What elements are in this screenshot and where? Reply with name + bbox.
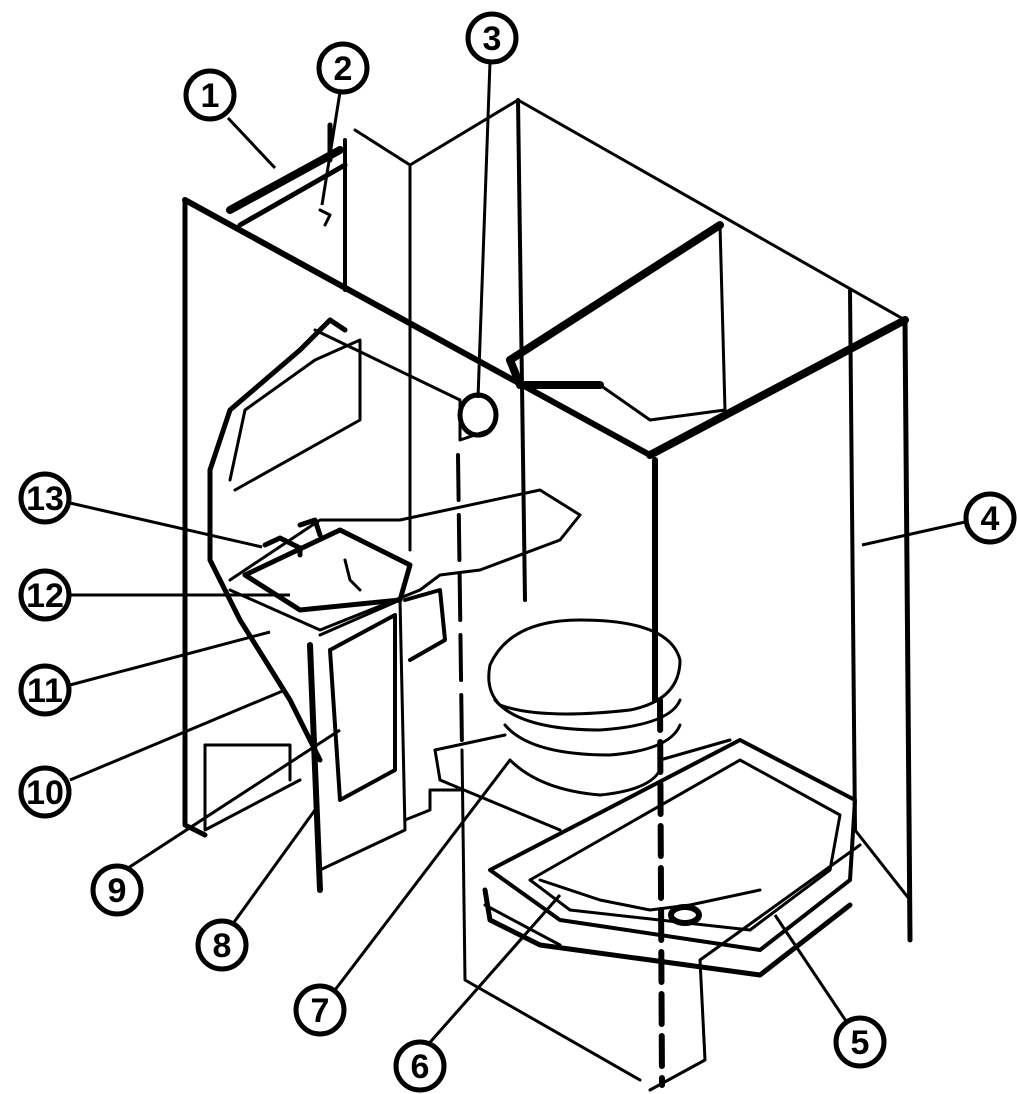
leader-10: [69, 688, 286, 782]
callout-4: 4: [963, 491, 1017, 545]
callout-12-label: 12: [26, 577, 64, 615]
callout-5-label: 5: [851, 1024, 870, 1062]
leader-2: [320, 91, 342, 206]
callout-7: 7: [293, 983, 347, 1037]
leader-5: [773, 914, 854, 1031]
callout-13-label: 13: [26, 480, 64, 518]
cabinet-frame: [408, 98, 913, 1092]
mirror-cabinet: [207, 317, 499, 492]
callouts: 1 2 3 4 5 6 7 8: [18, 11, 1017, 1093]
callout-5: 5: [833, 1015, 887, 1069]
callout-2-label: 2: [334, 50, 353, 88]
callout-12: 12: [18, 568, 72, 622]
callout-7-label: 7: [311, 992, 330, 1030]
callout-3-label: 3: [483, 20, 502, 58]
callout-13: 13: [18, 471, 72, 525]
leader-lines: [69, 61, 966, 1049]
leader-13: [69, 501, 263, 549]
callout-8: 8: [195, 918, 249, 972]
door-post: [456, 453, 665, 1088]
callout-4-label: 4: [981, 500, 1000, 538]
vanity-partition: [182, 197, 653, 838]
callout-9: 9: [90, 863, 144, 917]
callout-9-label: 9: [108, 872, 127, 910]
callout-8-label: 8: [213, 927, 232, 965]
toilet: [433, 618, 732, 832]
leader-8: [230, 809, 317, 926]
leader-1: [226, 116, 277, 170]
leader-9: [124, 728, 341, 872]
callout-3: 3: [465, 11, 519, 65]
shower-pan: [482, 738, 857, 978]
leader-4: [861, 520, 966, 547]
vanity-cabinet: [207, 467, 462, 893]
callout-6-label: 6: [411, 1048, 430, 1086]
callout-2: 2: [316, 41, 370, 95]
callout-10-label: 10: [26, 774, 64, 812]
callout-6: 6: [393, 1039, 447, 1093]
callout-1-label: 1: [201, 77, 220, 115]
callout-1: 1: [183, 68, 237, 122]
leader-3: [476, 61, 492, 399]
sink-countertop: [228, 488, 582, 632]
leader-11: [69, 630, 271, 687]
upper-rail: [226, 122, 412, 552]
callout-11-label: 11: [27, 672, 63, 710]
leader-6: [423, 894, 562, 1049]
leader-7: [333, 759, 512, 991]
callout-10: 10: [18, 765, 72, 819]
callout-11: 11: [18, 663, 72, 717]
